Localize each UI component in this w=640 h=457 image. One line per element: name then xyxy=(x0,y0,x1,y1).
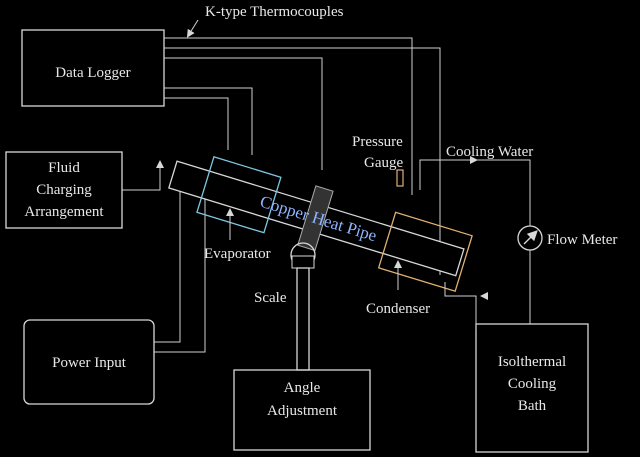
fluid-charging-label-2: Charging xyxy=(36,182,92,198)
cooling-bath-label-3: Bath xyxy=(518,398,547,414)
data-logger-label: Data Logger xyxy=(55,65,130,81)
condenser-label: Condenser xyxy=(366,301,430,317)
fluid-charging-label-1: Fluid xyxy=(48,160,80,176)
cooling-water-label: Cooling Water xyxy=(446,144,533,160)
flow-meter-label: Flow Meter xyxy=(547,232,617,248)
return-water-line xyxy=(444,282,477,330)
power-wire-1 xyxy=(154,170,181,343)
data-logger-box xyxy=(21,29,165,107)
thermocouples-pointer xyxy=(186,19,199,38)
angle-adjustment-box xyxy=(233,369,371,451)
cooling-water-line xyxy=(419,159,531,300)
pressure-gauge-label-2: Gauge xyxy=(364,155,403,171)
power-wire-2 xyxy=(154,180,206,353)
support-stand xyxy=(296,267,310,371)
flow-meter-needle xyxy=(523,230,538,245)
angle-adjustment-label-2: Adjustment xyxy=(267,403,338,419)
thermocouple-wires xyxy=(164,37,441,275)
pivot-base xyxy=(291,255,315,269)
heat-pipe-assembly: Copper Heat Pipe xyxy=(168,155,473,293)
evaporator-label: Evaporator xyxy=(204,246,271,262)
thermocouples-label: K-type Thermocouples xyxy=(205,4,344,20)
scale-clamp xyxy=(297,185,334,252)
return-flow-arrow xyxy=(480,292,488,300)
cooling-water-flow-arrow xyxy=(470,156,478,164)
pressure-gauge-label-1: Pressure xyxy=(352,134,403,150)
scale-label: Scale xyxy=(254,290,287,306)
cooling-bath-label-2: Cooling xyxy=(508,376,557,392)
fluid-charging-arrow xyxy=(122,160,164,191)
condenser-section xyxy=(377,211,473,293)
fluid-charging-label-3: Arrangement xyxy=(24,204,104,220)
cooling-bath-box xyxy=(475,323,589,453)
power-input-label: Power Input xyxy=(52,355,127,371)
cooling-bath-label-1: Isolthermal xyxy=(498,354,566,370)
power-input-box xyxy=(23,319,155,405)
pressure-gauge-tube xyxy=(396,169,404,187)
angle-adjustment-label-1: Angle xyxy=(284,380,321,396)
